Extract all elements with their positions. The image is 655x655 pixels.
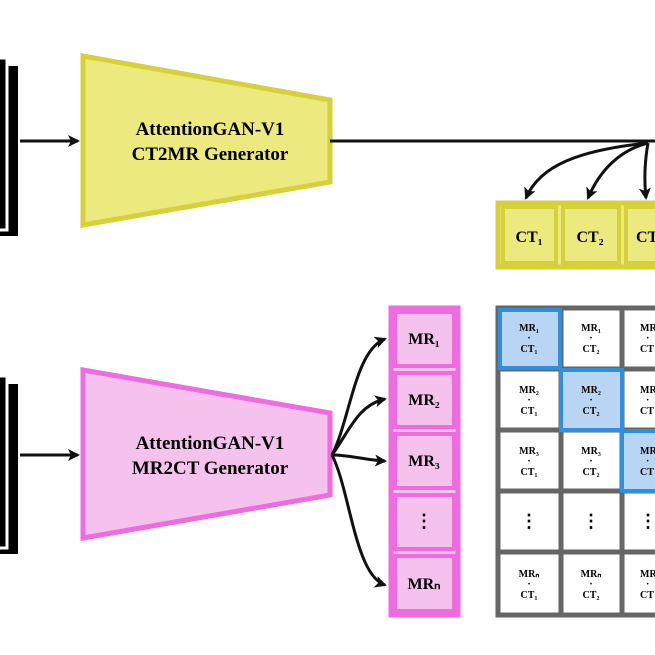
cell-1-3-ct: CT <box>640 344 654 355</box>
cell-4-1-ellipsis: ⋮ <box>520 511 538 531</box>
cell-3-2-dot: · <box>589 456 592 467</box>
ct-output-3: CT <box>636 229 655 246</box>
cell-2-2-mr: MR₂ <box>581 385 601 396</box>
cell-1-2-ct: CT₂ <box>583 344 600 355</box>
cell-5-3-mr: MR <box>640 569 655 580</box>
fan-arrow-mr1 <box>330 336 387 456</box>
mr-output-column: MR₁ MR₂ MR₃ ⋮ MRₙ <box>388 305 461 618</box>
branch-arrow-ct2 <box>586 141 649 200</box>
mr-output-2: MR₂ <box>408 392 440 409</box>
mr-input-stack <box>0 374 18 554</box>
cell-5-2-dot: · <box>589 579 592 590</box>
cell-2-3-ct: CT <box>640 406 654 417</box>
cell-3-1-mr: MR₃ <box>519 446 539 457</box>
cell-5-3-dot: · <box>646 579 649 590</box>
cell-5-1-ct: CT₁ <box>521 590 538 601</box>
mr-output-ellipsis: ⋮ <box>415 511 433 531</box>
cell-1-3-mr: MR <box>640 323 655 334</box>
mr-output-n: MRₙ <box>407 576 440 593</box>
cell-3-2-mr: MR₃ <box>581 446 601 457</box>
cell-2-1-dot: · <box>527 395 530 406</box>
cell-4-2-ellipsis: ⋮ <box>582 511 600 531</box>
mr2ct-generator <box>80 367 333 541</box>
mr2ct-generator-subtitle: MR2CT Generator <box>132 458 289 479</box>
ct2mr-generator-subtitle: CT2MR Generator <box>132 144 289 165</box>
fan-arrow-mr3 <box>331 453 387 467</box>
cell-2-1-ct: CT₁ <box>521 406 538 417</box>
matrix-highlight-1-1 <box>498 308 562 370</box>
cell-3-1-ct: CT₁ <box>521 467 538 478</box>
ct-output-2: CT₂ <box>576 229 603 246</box>
branch-arrow-ct3 <box>638 142 651 200</box>
cell-3-3-ct: CT <box>640 467 654 478</box>
cell-5-1-mr: MRₙ <box>519 569 540 580</box>
mr2ct-generator-title: AttentionGAN-V1 <box>136 433 285 454</box>
fan-arrow-mr2 <box>330 395 387 456</box>
ct2mr-generator <box>80 53 333 228</box>
cell-3-3-dot: · <box>646 456 649 467</box>
cell-3-1-dot: · <box>527 456 530 467</box>
cell-5-1-dot: · <box>527 579 530 590</box>
cell-5-2-mr: MRₙ <box>581 569 602 580</box>
cell-2-3-mr: MR <box>640 385 655 396</box>
mr-output-3: MR₃ <box>408 453 440 470</box>
cell-1-2-dot: · <box>589 333 592 344</box>
ct2mr-generator-title: AttentionGAN-V1 <box>136 119 285 140</box>
cell-1-3-dot: · <box>646 333 649 344</box>
cell-2-1-mr: MR₂ <box>519 385 539 396</box>
cell-3-3-mr: MR <box>640 446 655 457</box>
cell-1-1-dot: · <box>527 333 530 344</box>
cell-1-2-mr: MR₁ <box>581 323 601 334</box>
matrix-highlight-3-3 <box>620 429 655 493</box>
cell-3-2-ct: CT₂ <box>583 467 600 478</box>
cell-1-1-ct: CT₁ <box>521 344 538 355</box>
matrix-highlight-2-2 <box>559 368 624 432</box>
cell-5-3-ct: CT <box>640 590 654 601</box>
fan-arrow-mrn <box>330 454 387 588</box>
cell-4-3-ellipsis: ⋮ <box>639 511 655 531</box>
branch-arrow-ct1 <box>524 141 649 200</box>
cell-2-3-dot: · <box>646 395 649 406</box>
mr-output-1: MR₁ <box>408 331 440 348</box>
cell-2-2-ct: CT₂ <box>583 406 600 417</box>
ct-output-row: CT₁ CT₂ CT <box>495 200 655 270</box>
cell-2-2-dot: · <box>589 395 592 406</box>
ct-output-1: CT₁ <box>515 229 542 246</box>
pair-matrix-labels: MR₁ · CT₁ MR₁ · CT₂ MR · CT MR₂ · CT₁ MR… <box>519 323 655 601</box>
cell-5-2-ct: CT₂ <box>583 590 600 601</box>
pair-matrix <box>495 305 655 618</box>
cell-1-1-mr: MR₁ <box>519 323 539 334</box>
ct-input-stack <box>0 56 18 236</box>
